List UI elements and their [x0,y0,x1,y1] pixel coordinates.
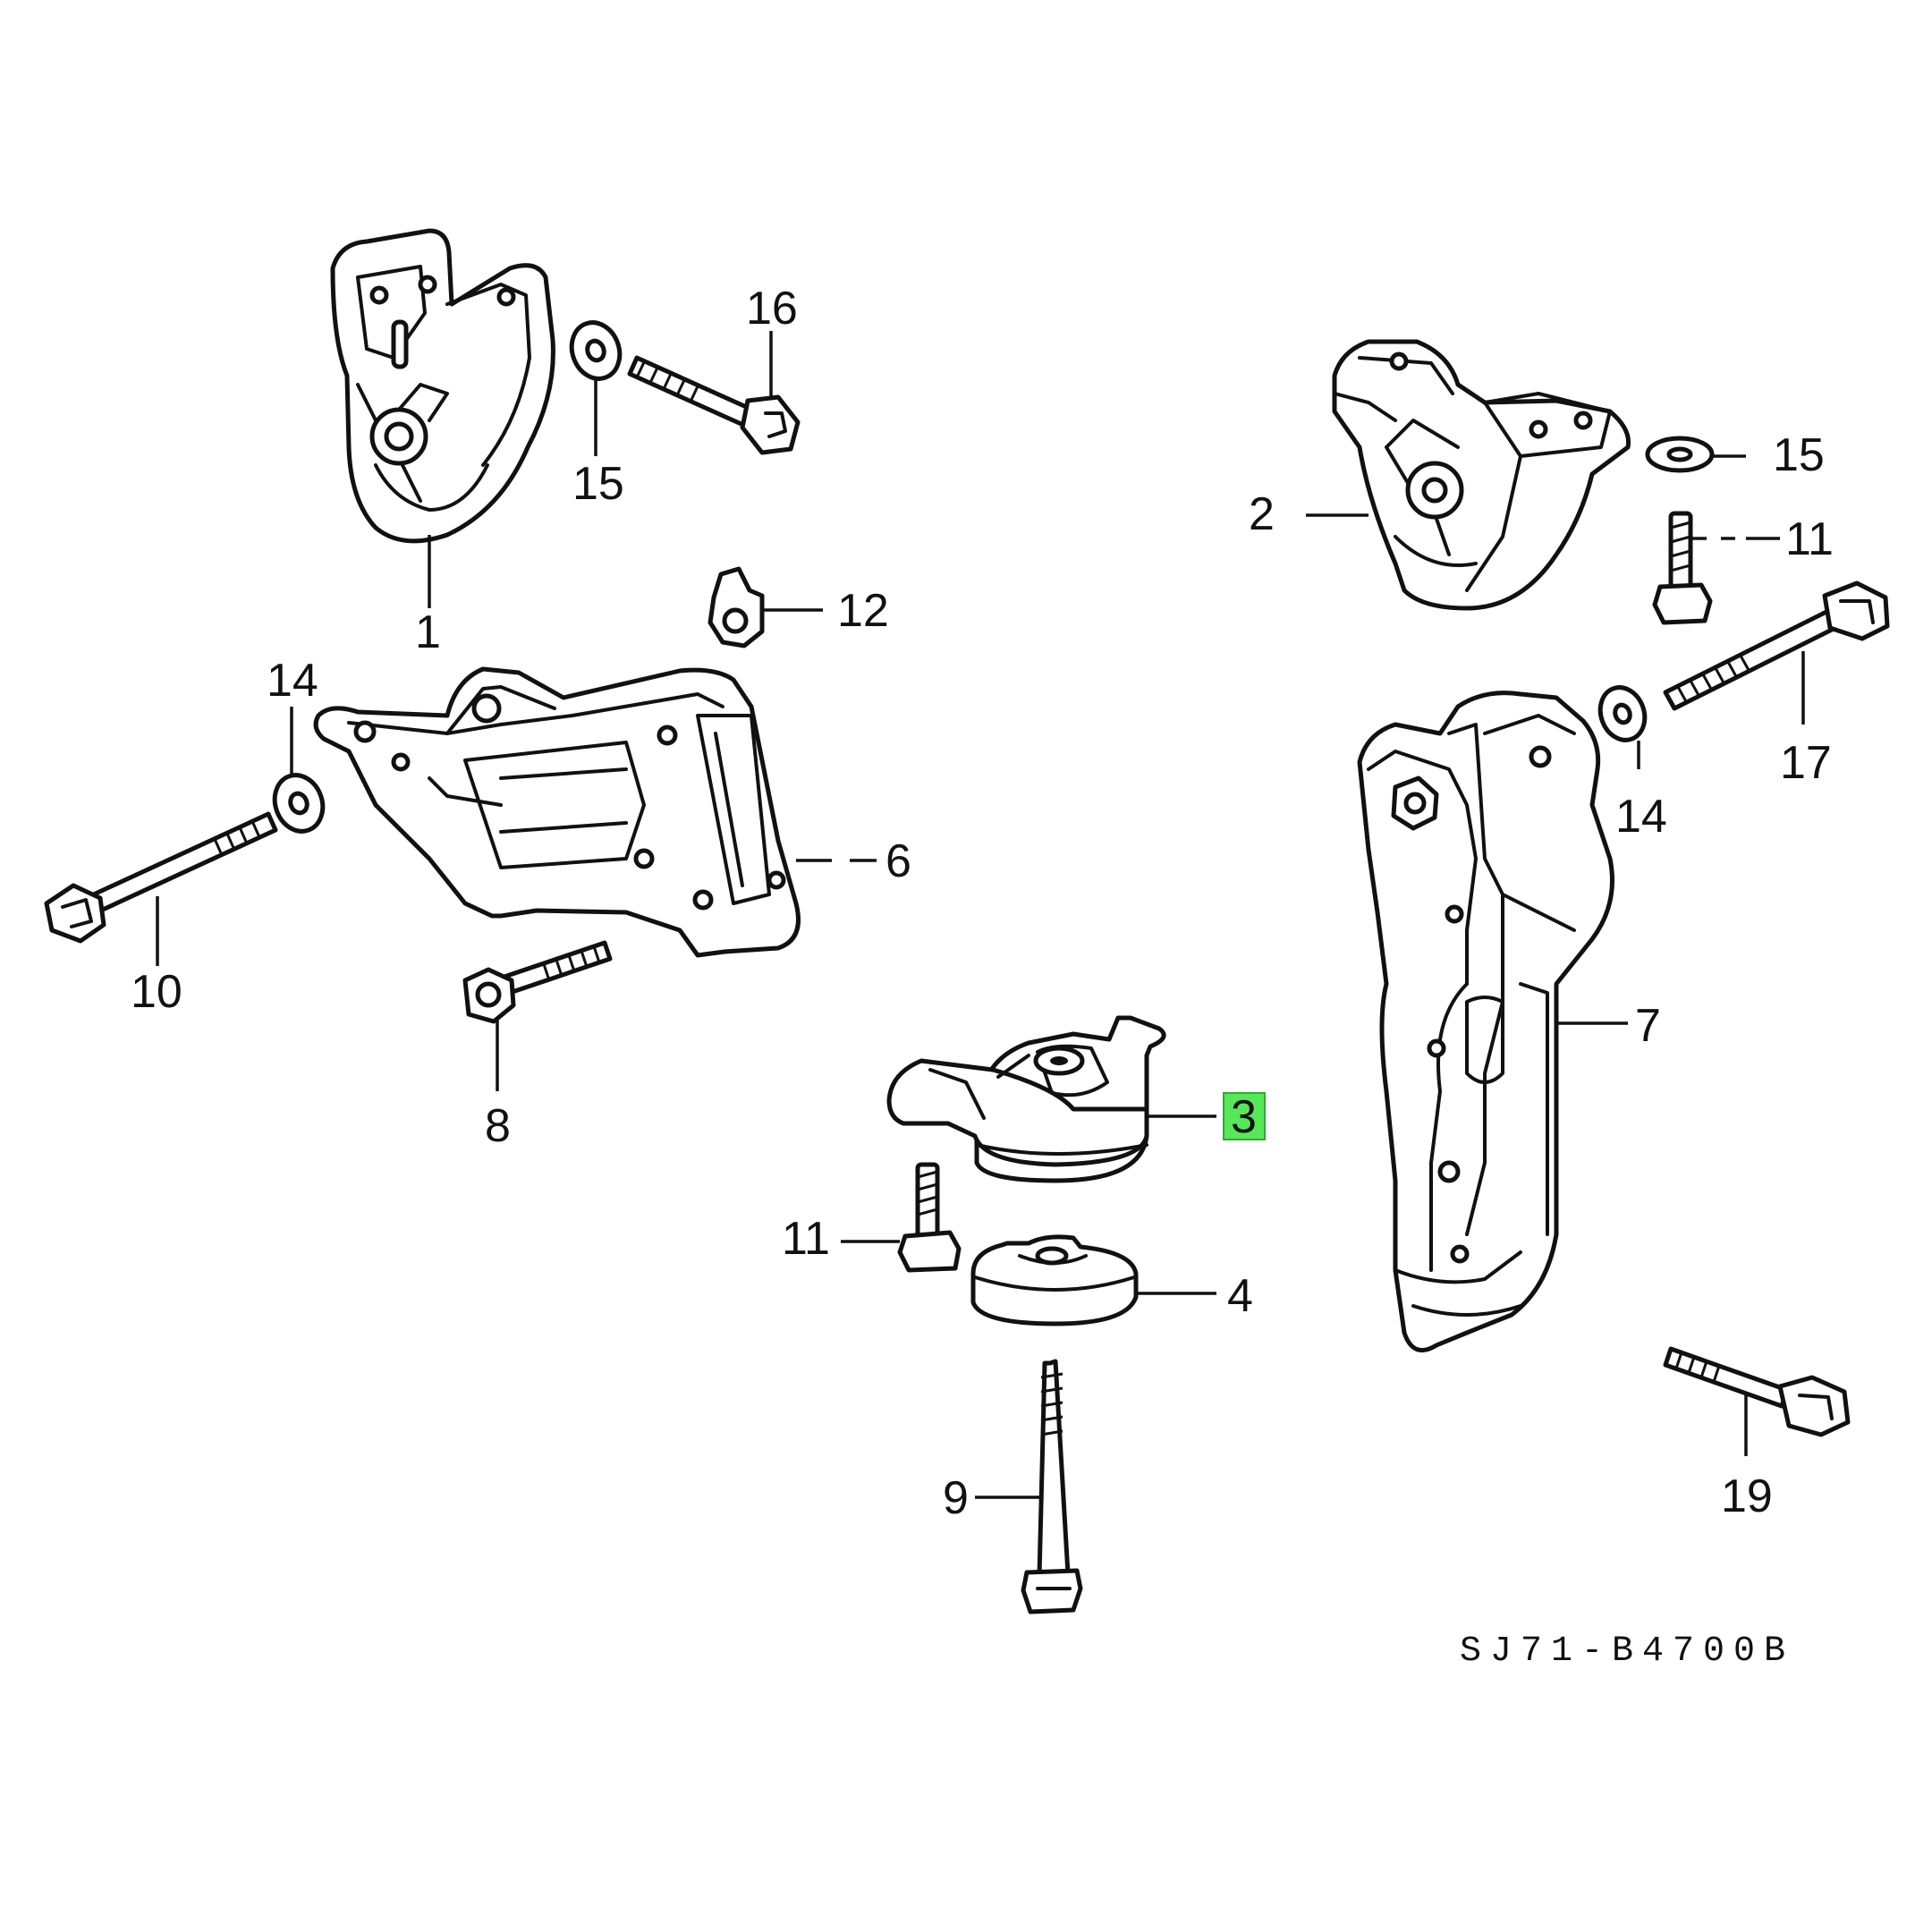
part-9-long-bolt[interactable] [1021,1359,1083,1614]
part-17-bolt[interactable] [1663,580,1890,711]
part-4-stopper[interactable] [970,1234,1139,1326]
callout-10: 10 [131,966,182,1018]
part-16-bolt[interactable] [627,355,801,455]
callout-16: 16 [746,283,798,335]
part-11-bolt-center[interactable] [897,1162,962,1273]
callout-15-right: 15 [1773,429,1825,481]
part-14-washer-left[interactable] [267,768,331,838]
part-12-nut[interactable] [708,566,765,648]
callout-11-right: 11 [1785,513,1834,565]
part-1-engine-mount[interactable] [330,228,555,544]
part-3-mount[interactable] [886,1015,1166,1183]
callout-8: 8 [485,1100,511,1152]
callout-15-left: 15 [572,458,624,510]
callout-6: 6 [886,835,911,887]
callout-3: 3 [1231,1091,1257,1143]
callout-14-left: 14 [267,655,318,707]
part-8-bolt[interactable] [462,940,613,1024]
part-2-mount[interactable] [1332,339,1631,611]
part-6-bracket[interactable] [313,666,801,958]
part-15-washer-right[interactable] [1645,436,1715,473]
callout-11-center: 11 [782,1213,830,1265]
callout-2: 2 [1249,488,1275,540]
callout-17: 17 [1780,737,1832,789]
callout-3-highlight [1223,1092,1266,1140]
callout-4: 4 [1227,1270,1253,1322]
part-7-bracket[interactable] [1357,691,1614,1353]
callout-1: 1 [415,606,441,658]
part-19-bolt[interactable] [1663,1346,1851,1437]
callout-7: 7 [1635,1000,1661,1052]
part-15-washer-left[interactable] [564,316,628,386]
callout-9: 9 [943,1472,969,1524]
callout-19: 19 [1721,1470,1773,1522]
callout-12: 12 [837,585,889,637]
callout-14-right: 14 [1615,791,1667,843]
diagram-reference-code: SJ71-B4700B [1460,1631,1794,1672]
part-11-bolt-right[interactable] [1652,511,1713,625]
part-10-bolt[interactable] [44,811,278,944]
part-14-washer-right[interactable] [1593,682,1652,747]
